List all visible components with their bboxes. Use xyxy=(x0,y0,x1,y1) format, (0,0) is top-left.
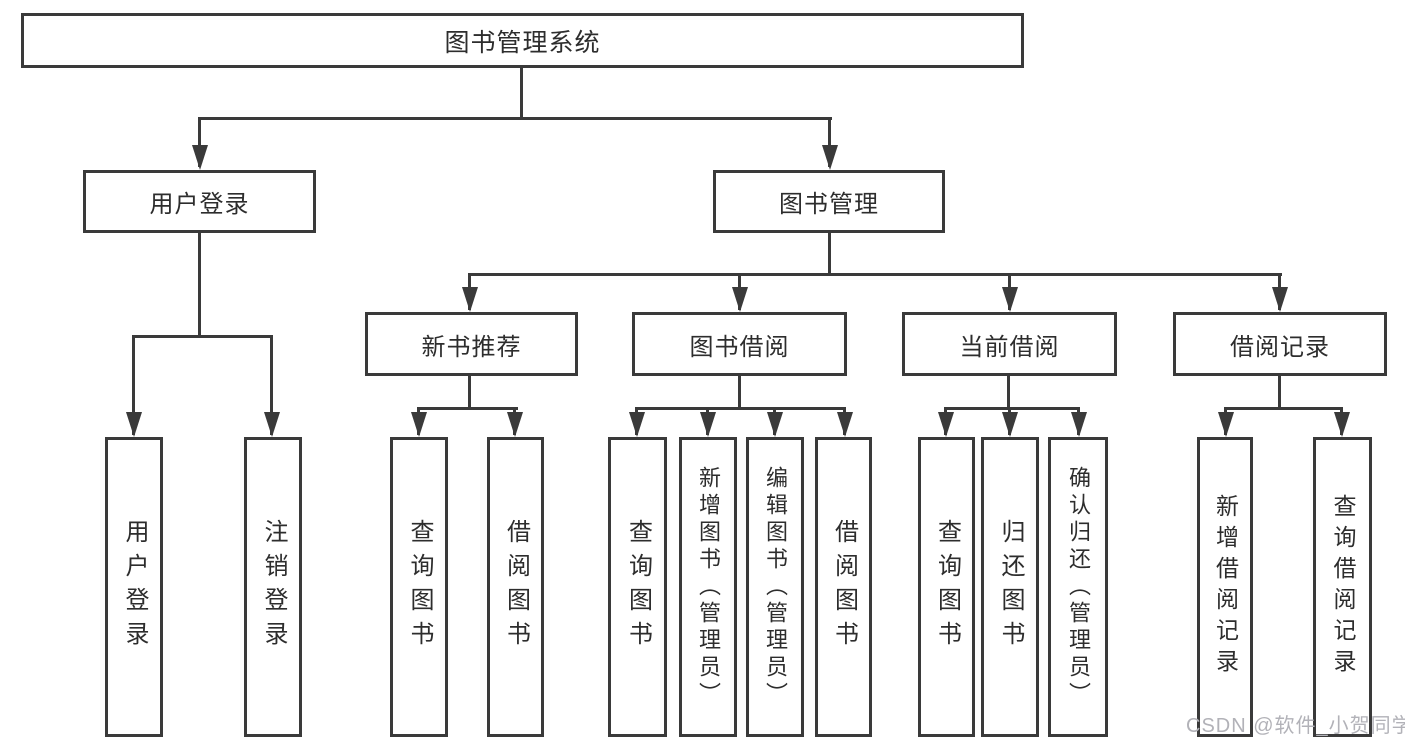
connector-book-mgmt-stem xyxy=(828,233,831,276)
leaf-query-book-borrow: 查询图书 xyxy=(608,437,667,737)
leaf-return-book-label: 归还图书 xyxy=(997,519,1024,655)
node-new-book-rec-label: 新书推荐 xyxy=(421,333,522,361)
arrowhead-leaf-edit-book xyxy=(767,412,783,437)
node-root-label: 图书管理系统 xyxy=(444,28,601,57)
node-book-mgmt: 图书管理 xyxy=(713,170,945,233)
arrowhead-book-borrow xyxy=(732,287,748,312)
leaf-borrow-book-borrow-label: 借阅图书 xyxy=(830,519,858,655)
arrowhead-leaf-logout xyxy=(264,412,280,437)
leaf-query-book-current: 查询图书 xyxy=(918,437,975,737)
arrowhead-leaf-return-book xyxy=(1002,412,1018,437)
node-book-mgmt-label: 图书管理 xyxy=(779,191,879,218)
node-new-book-rec: 新书推荐 xyxy=(365,312,578,376)
leaf-logout-label: 注销登录 xyxy=(260,519,287,655)
arrowhead-user-login xyxy=(192,145,208,170)
leaf-query-borrow-record: 查询借阅记录 xyxy=(1313,437,1372,737)
connector-borrow-records-branch xyxy=(1224,407,1342,410)
node-current-borrow-label: 当前借阅 xyxy=(959,333,1060,361)
connector-new-book-rec-stem xyxy=(468,376,471,410)
leaf-borrow-book-rec: 借阅图书 xyxy=(487,437,544,737)
connector-new-book-rec-branch xyxy=(417,407,518,410)
connector-borrow-records-stem xyxy=(1278,376,1281,410)
connector-book-borrow-branch xyxy=(635,407,846,410)
leaf-edit-book-label: 编辑图书（管理员） xyxy=(763,465,788,709)
leaf-query-borrow-record-label: 查询借阅记录 xyxy=(1330,494,1356,680)
arrowhead-leaf-borrow-book xyxy=(837,412,853,437)
node-book-borrow: 图书借阅 xyxy=(632,312,847,376)
leaf-query-book-borrow-label: 查询图书 xyxy=(624,519,652,655)
leaf-add-book: 新增图书（管理员） xyxy=(679,437,737,737)
arrowhead-current-borrow xyxy=(1002,287,1018,312)
arrowhead-leaf-user-login xyxy=(126,412,142,437)
arrowhead-leaf-query-current xyxy=(938,412,954,437)
connector-current-borrow-branch xyxy=(944,407,1080,410)
leaf-add-borrow-record: 新增借阅记录 xyxy=(1197,437,1253,737)
leaf-confirm-return: 确认归还（管理员） xyxy=(1048,437,1108,737)
leaf-return-book: 归还图书 xyxy=(981,437,1039,737)
connector-user-login-stem xyxy=(198,233,201,338)
connector-level2-branch xyxy=(198,117,832,120)
connector-current-borrow-stem xyxy=(1007,376,1010,410)
leaf-query-book-rec: 查询图书 xyxy=(390,437,448,737)
connector-user-login-branch xyxy=(132,335,273,338)
arrowhead-book-mgmt xyxy=(822,145,838,170)
connector-level3-branch xyxy=(468,273,1282,276)
connector-root-stem xyxy=(520,66,523,120)
arrowhead-borrow-records xyxy=(1272,287,1288,312)
arrowhead-leaf-query-borrow xyxy=(629,412,645,437)
node-book-borrow-label: 图书借阅 xyxy=(689,333,790,361)
connector-leaf-logout-drop xyxy=(270,335,273,435)
leaf-add-book-label: 新增图书（管理员） xyxy=(696,465,721,709)
leaf-confirm-return-label: 确认归还（管理员） xyxy=(1066,465,1091,709)
leaf-query-book-rec-label: 查询图书 xyxy=(406,519,433,655)
leaf-logout: 注销登录 xyxy=(244,437,302,737)
csdn-watermark: CSDN @软件_小贺同学 xyxy=(1186,715,1405,737)
leaf-edit-book: 编辑图书（管理员） xyxy=(746,437,804,737)
node-borrow-records: 借阅记录 xyxy=(1173,312,1387,376)
arrowhead-leaf-query-rec xyxy=(411,412,427,437)
arrowhead-leaf-query-record xyxy=(1334,412,1350,437)
arrowhead-leaf-confirm-return xyxy=(1071,412,1087,437)
arrowhead-leaf-add-record xyxy=(1218,412,1234,437)
arrowhead-leaf-add-book xyxy=(700,412,716,437)
leaf-add-borrow-record-label: 新增借阅记录 xyxy=(1212,494,1239,680)
connector-book-mgmt-drop xyxy=(828,117,831,167)
arrowhead-leaf-borrow-rec xyxy=(507,412,523,437)
connector-leaf-user-login-drop xyxy=(132,335,135,435)
leaf-query-book-current-label: 查询图书 xyxy=(933,519,961,655)
node-root: 图书管理系统 xyxy=(21,13,1024,68)
node-user-login-label: 用户登录 xyxy=(149,191,250,218)
leaf-user-login: 用户登录 xyxy=(105,437,163,737)
node-current-borrow: 当前借阅 xyxy=(902,312,1117,376)
connector-user-login-drop xyxy=(198,117,201,167)
leaf-borrow-book-rec-label: 借阅图书 xyxy=(502,519,530,655)
arrowhead-new-book-rec xyxy=(462,287,478,312)
connector-book-borrow-stem xyxy=(738,376,741,410)
node-user-login: 用户登录 xyxy=(83,170,316,233)
leaf-borrow-book-borrow: 借阅图书 xyxy=(815,437,872,737)
node-borrow-records-label: 借阅记录 xyxy=(1230,333,1330,361)
leaf-user-login-label: 用户登录 xyxy=(121,519,148,655)
